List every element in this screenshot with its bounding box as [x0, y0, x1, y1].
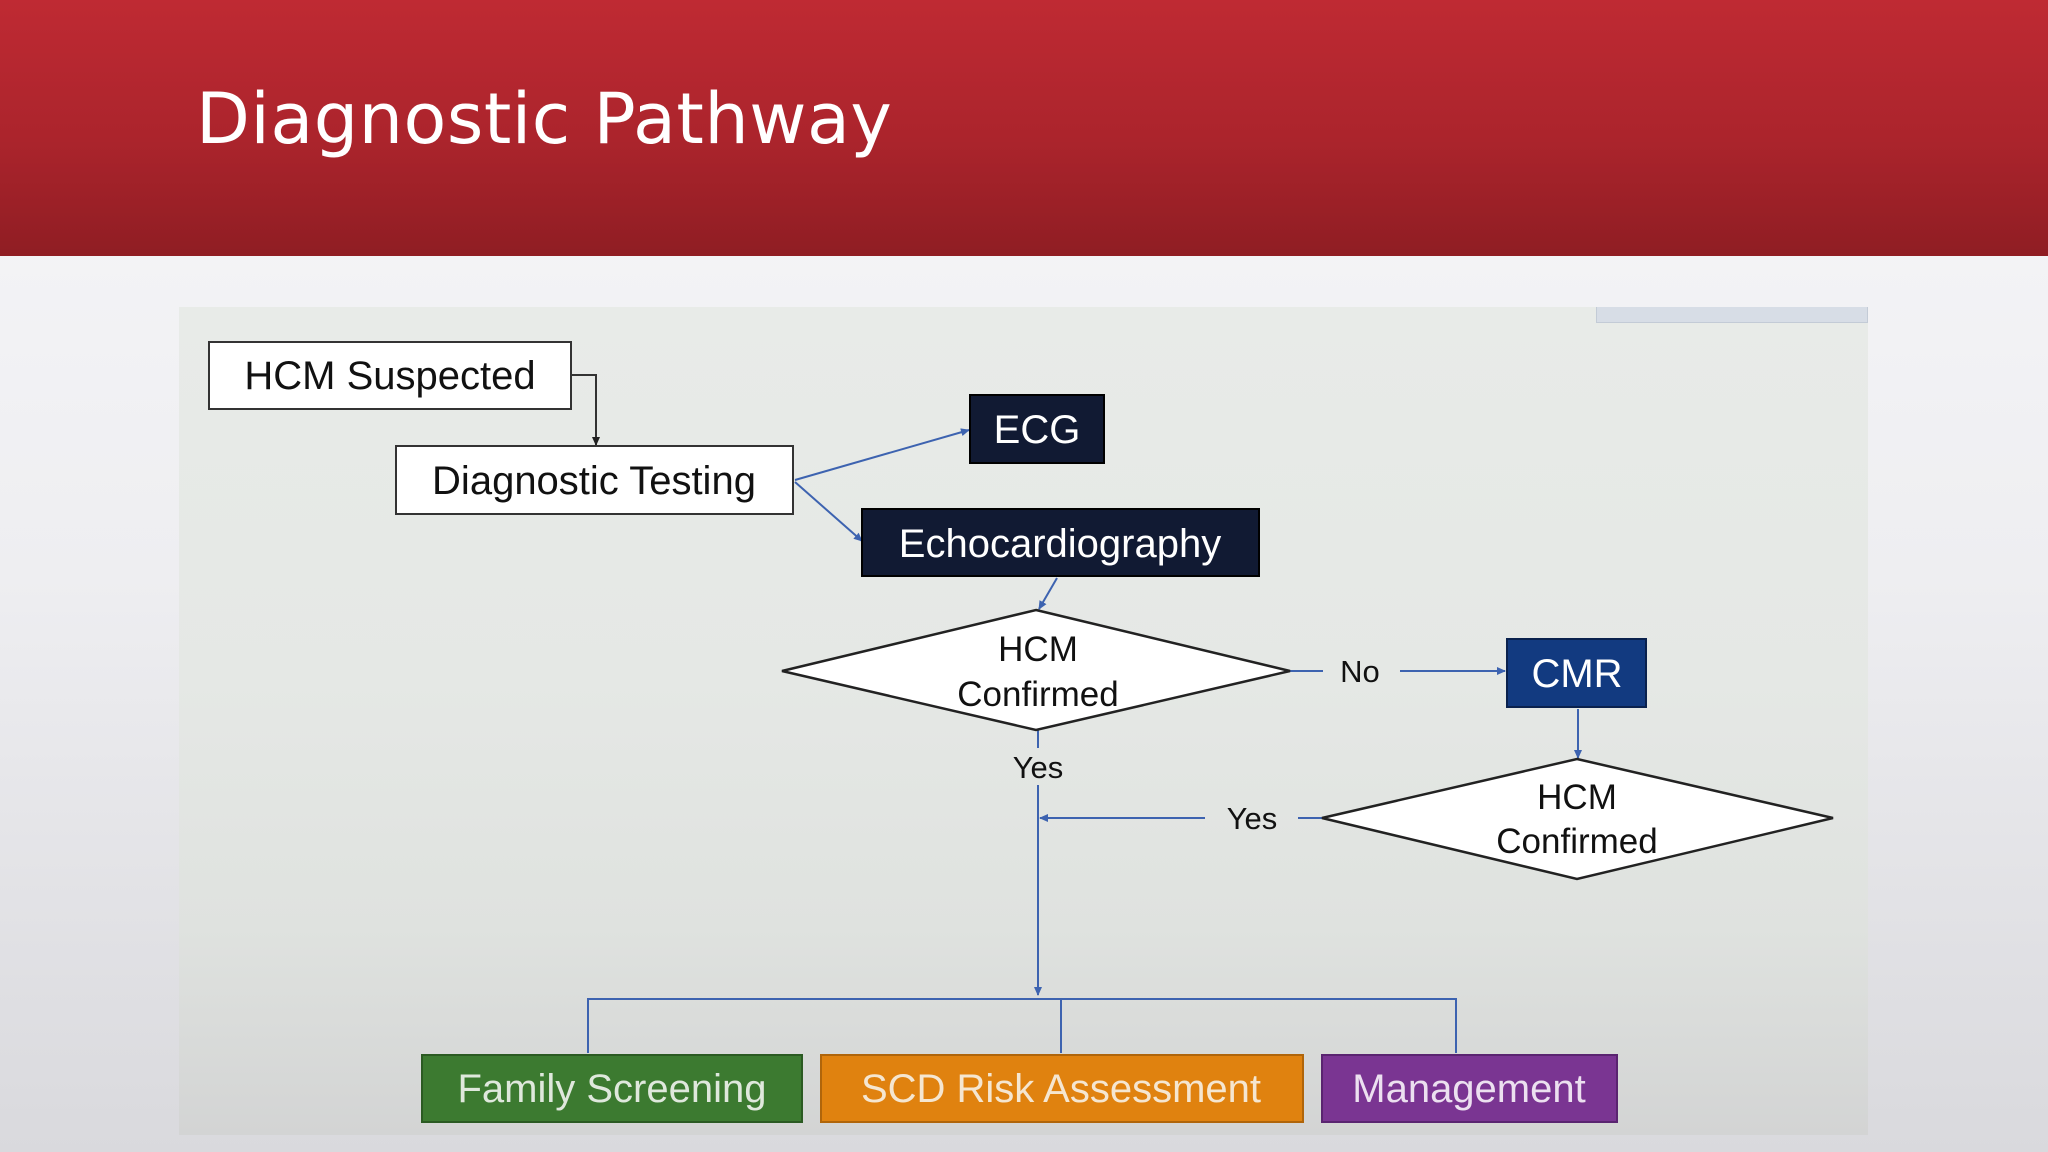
connector-suspected-to-testing: [571, 374, 600, 446]
connector-testing-to-echo: [794, 481, 863, 542]
node-hcm-suspected-label: HCM Suspected: [244, 354, 535, 398]
node-family-screening-label: Family Screening: [457, 1067, 766, 1111]
node-diagnostic-testing: Diagnostic Testing: [395, 445, 794, 515]
edge-label-yes-left: Yes: [1227, 801, 1278, 836]
node-cmr: CMR: [1506, 638, 1647, 708]
node-ecg-label: ECG: [994, 408, 1081, 452]
node-family-screening: Family Screening: [421, 1054, 803, 1123]
node-hcm-suspected: HCM Suspected: [208, 341, 572, 410]
node-scd-risk-assessment-label: SCD Risk Assessment: [861, 1067, 1261, 1111]
node-echocardiography-label: Echocardiography: [899, 522, 1221, 566]
edge-label-no: No: [1340, 654, 1380, 689]
decision-2-line1: HCM: [1537, 778, 1617, 817]
connector-branch-bar: [587, 998, 1457, 1053]
node-management: Management: [1321, 1054, 1618, 1123]
connectors: [571, 374, 1582, 1053]
slide-title: Diagnostic Pathway: [196, 78, 893, 160]
node-management-label: Management: [1352, 1067, 1585, 1111]
node-scd-risk-assessment: SCD Risk Assessment: [820, 1054, 1304, 1123]
edge-label-yes-down: Yes: [1013, 750, 1064, 785]
decision-1-line2: Confirmed: [957, 675, 1118, 714]
node-echocardiography: Echocardiography: [861, 508, 1260, 577]
decision-hcm-confirmed-1: HCM Confirmed: [781, 608, 1291, 732]
connector-echo-to-diamond1: [1038, 577, 1058, 610]
title-bar: Diagnostic Pathway: [0, 0, 2048, 256]
node-diagnostic-testing-label: Diagnostic Testing: [432, 459, 756, 503]
video-overlay-tab: [1596, 307, 1868, 323]
connector-testing-to-ecg: [794, 428, 970, 481]
node-ecg: ECG: [969, 394, 1105, 464]
decision-hcm-confirmed-2: HCM Confirmed: [1321, 757, 1834, 881]
node-cmr-label: CMR: [1531, 652, 1622, 696]
decision-1-line1: HCM: [998, 630, 1078, 669]
decision-2-line2: Confirmed: [1496, 822, 1657, 861]
